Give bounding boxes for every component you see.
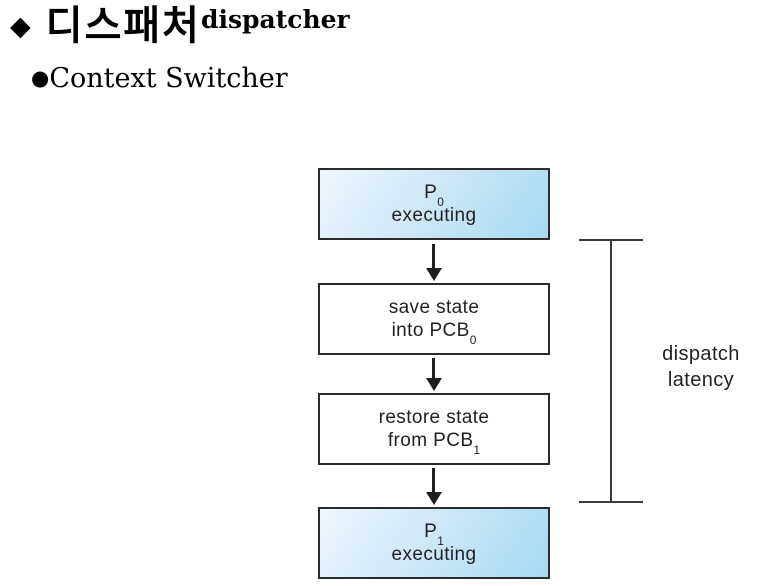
box-restore-state: restore state from PCB1 (318, 393, 550, 465)
page-title: ◆ 디스패처 dispatcher (10, 2, 350, 50)
box-line: executing (391, 544, 477, 565)
subscript: 0 (437, 194, 444, 209)
box-p0-executing: P0 executing (318, 168, 550, 240)
arrow-shaft (432, 468, 435, 492)
arrow-shaft (432, 358, 435, 378)
title-superscript: dispatcher (200, 5, 350, 34)
circle-bullet-icon: ● (31, 66, 50, 90)
label-line: dispatch (662, 343, 740, 365)
latency-bracket-bottom-cap (579, 501, 643, 503)
title-korean-text: 디스패처 (45, 4, 201, 48)
subtitle-text: Context Switcher (49, 63, 288, 94)
label-line: latency (667, 369, 735, 391)
arrow-down-icon (425, 244, 442, 281)
box-p1-executing: P1 executing (318, 507, 550, 579)
box-line: P0 (424, 182, 444, 209)
box-line: from PCB1 (387, 430, 481, 457)
box-line: into PCB0 (391, 320, 477, 347)
latency-bracket-line (610, 240, 612, 503)
box-save-state: save state into PCB0 (318, 283, 550, 355)
arrow-shaft (432, 244, 435, 268)
subscript: 1 (437, 533, 444, 548)
arrow-down-icon (425, 468, 442, 505)
box-line: executing (391, 205, 477, 226)
arrow-head (425, 268, 442, 281)
box-line: P1 (424, 521, 444, 548)
box-line: save state (388, 297, 480, 318)
subscript: 0 (469, 332, 477, 347)
subscript: 1 (473, 442, 481, 457)
diamond-bullet-icon: ◆ (10, 11, 31, 42)
box-line: restore state (378, 407, 490, 428)
dispatch-latency-label: dispatch latency (645, 341, 757, 393)
subtitle: ● Context Switcher (31, 63, 288, 94)
arrow-head (425, 492, 442, 505)
arrow-down-icon (425, 358, 442, 391)
arrow-head (425, 378, 442, 391)
latency-bracket-top-cap (579, 239, 643, 241)
